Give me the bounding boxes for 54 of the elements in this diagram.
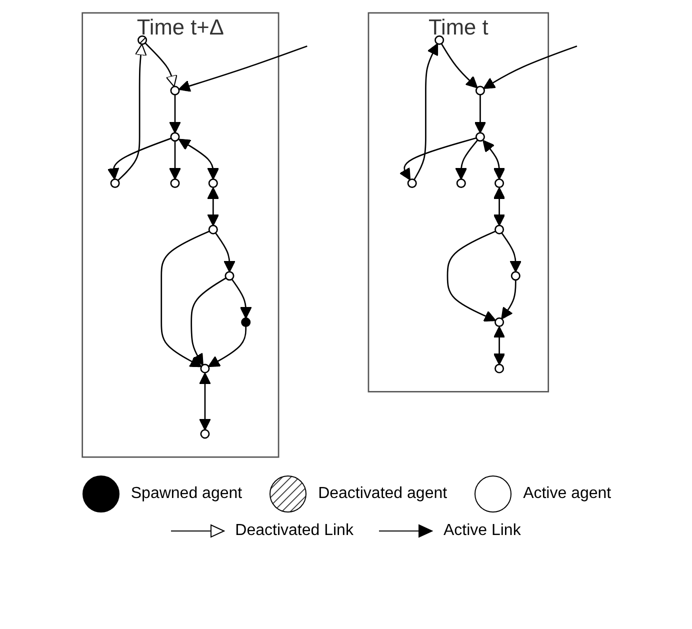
arrow xyxy=(414,43,438,180)
arrow xyxy=(144,42,178,88)
node-circle xyxy=(200,429,210,439)
arrow xyxy=(107,138,172,180)
arrow xyxy=(178,138,220,180)
node-circle xyxy=(434,35,444,45)
arrow xyxy=(178,45,308,92)
node-circle xyxy=(208,224,218,234)
legend-text: Spawned agent xyxy=(130,485,242,503)
arrow xyxy=(501,280,516,320)
node-circle xyxy=(241,317,251,327)
arrow xyxy=(208,326,247,368)
arrow xyxy=(455,140,478,180)
node-circle xyxy=(170,132,180,142)
cluster: Time t xyxy=(368,12,550,392)
arrow xyxy=(198,372,211,430)
node-circle xyxy=(456,178,466,188)
arrow xyxy=(190,277,226,366)
node-circle xyxy=(510,271,520,281)
arrow xyxy=(482,140,506,180)
arrow xyxy=(493,326,506,365)
arrow xyxy=(446,230,496,322)
node-circle xyxy=(110,178,120,188)
node-circle xyxy=(208,178,218,188)
node-circle xyxy=(200,364,210,374)
arrow xyxy=(214,232,236,272)
node-circle xyxy=(138,35,148,45)
arrow xyxy=(231,278,252,319)
node-circle xyxy=(224,271,234,281)
node-circle xyxy=(494,178,504,188)
node-circle xyxy=(494,317,504,327)
arrow xyxy=(493,187,506,226)
arrow xyxy=(440,43,478,88)
legend-text: Deactivated Link xyxy=(235,522,354,540)
arrow xyxy=(207,187,220,226)
arrow xyxy=(169,140,181,180)
arrow xyxy=(169,94,181,134)
node-circle xyxy=(170,86,180,96)
node-circle xyxy=(407,178,417,188)
node-circle xyxy=(170,178,180,188)
node-circle xyxy=(475,86,485,96)
node-circle xyxy=(494,224,504,234)
legend-text: Deactivated agent xyxy=(318,485,448,503)
node-circle xyxy=(494,364,504,374)
node-circle xyxy=(475,132,485,142)
legend-text: Active agent xyxy=(523,485,612,503)
arrow xyxy=(483,45,578,89)
legend-text: Active Link xyxy=(443,522,521,540)
arrow xyxy=(474,94,486,134)
arrow xyxy=(118,44,147,181)
cluster: Time t+Δ xyxy=(82,12,280,458)
arrow xyxy=(501,232,522,272)
arrow xyxy=(160,230,210,368)
arrow xyxy=(399,137,476,180)
